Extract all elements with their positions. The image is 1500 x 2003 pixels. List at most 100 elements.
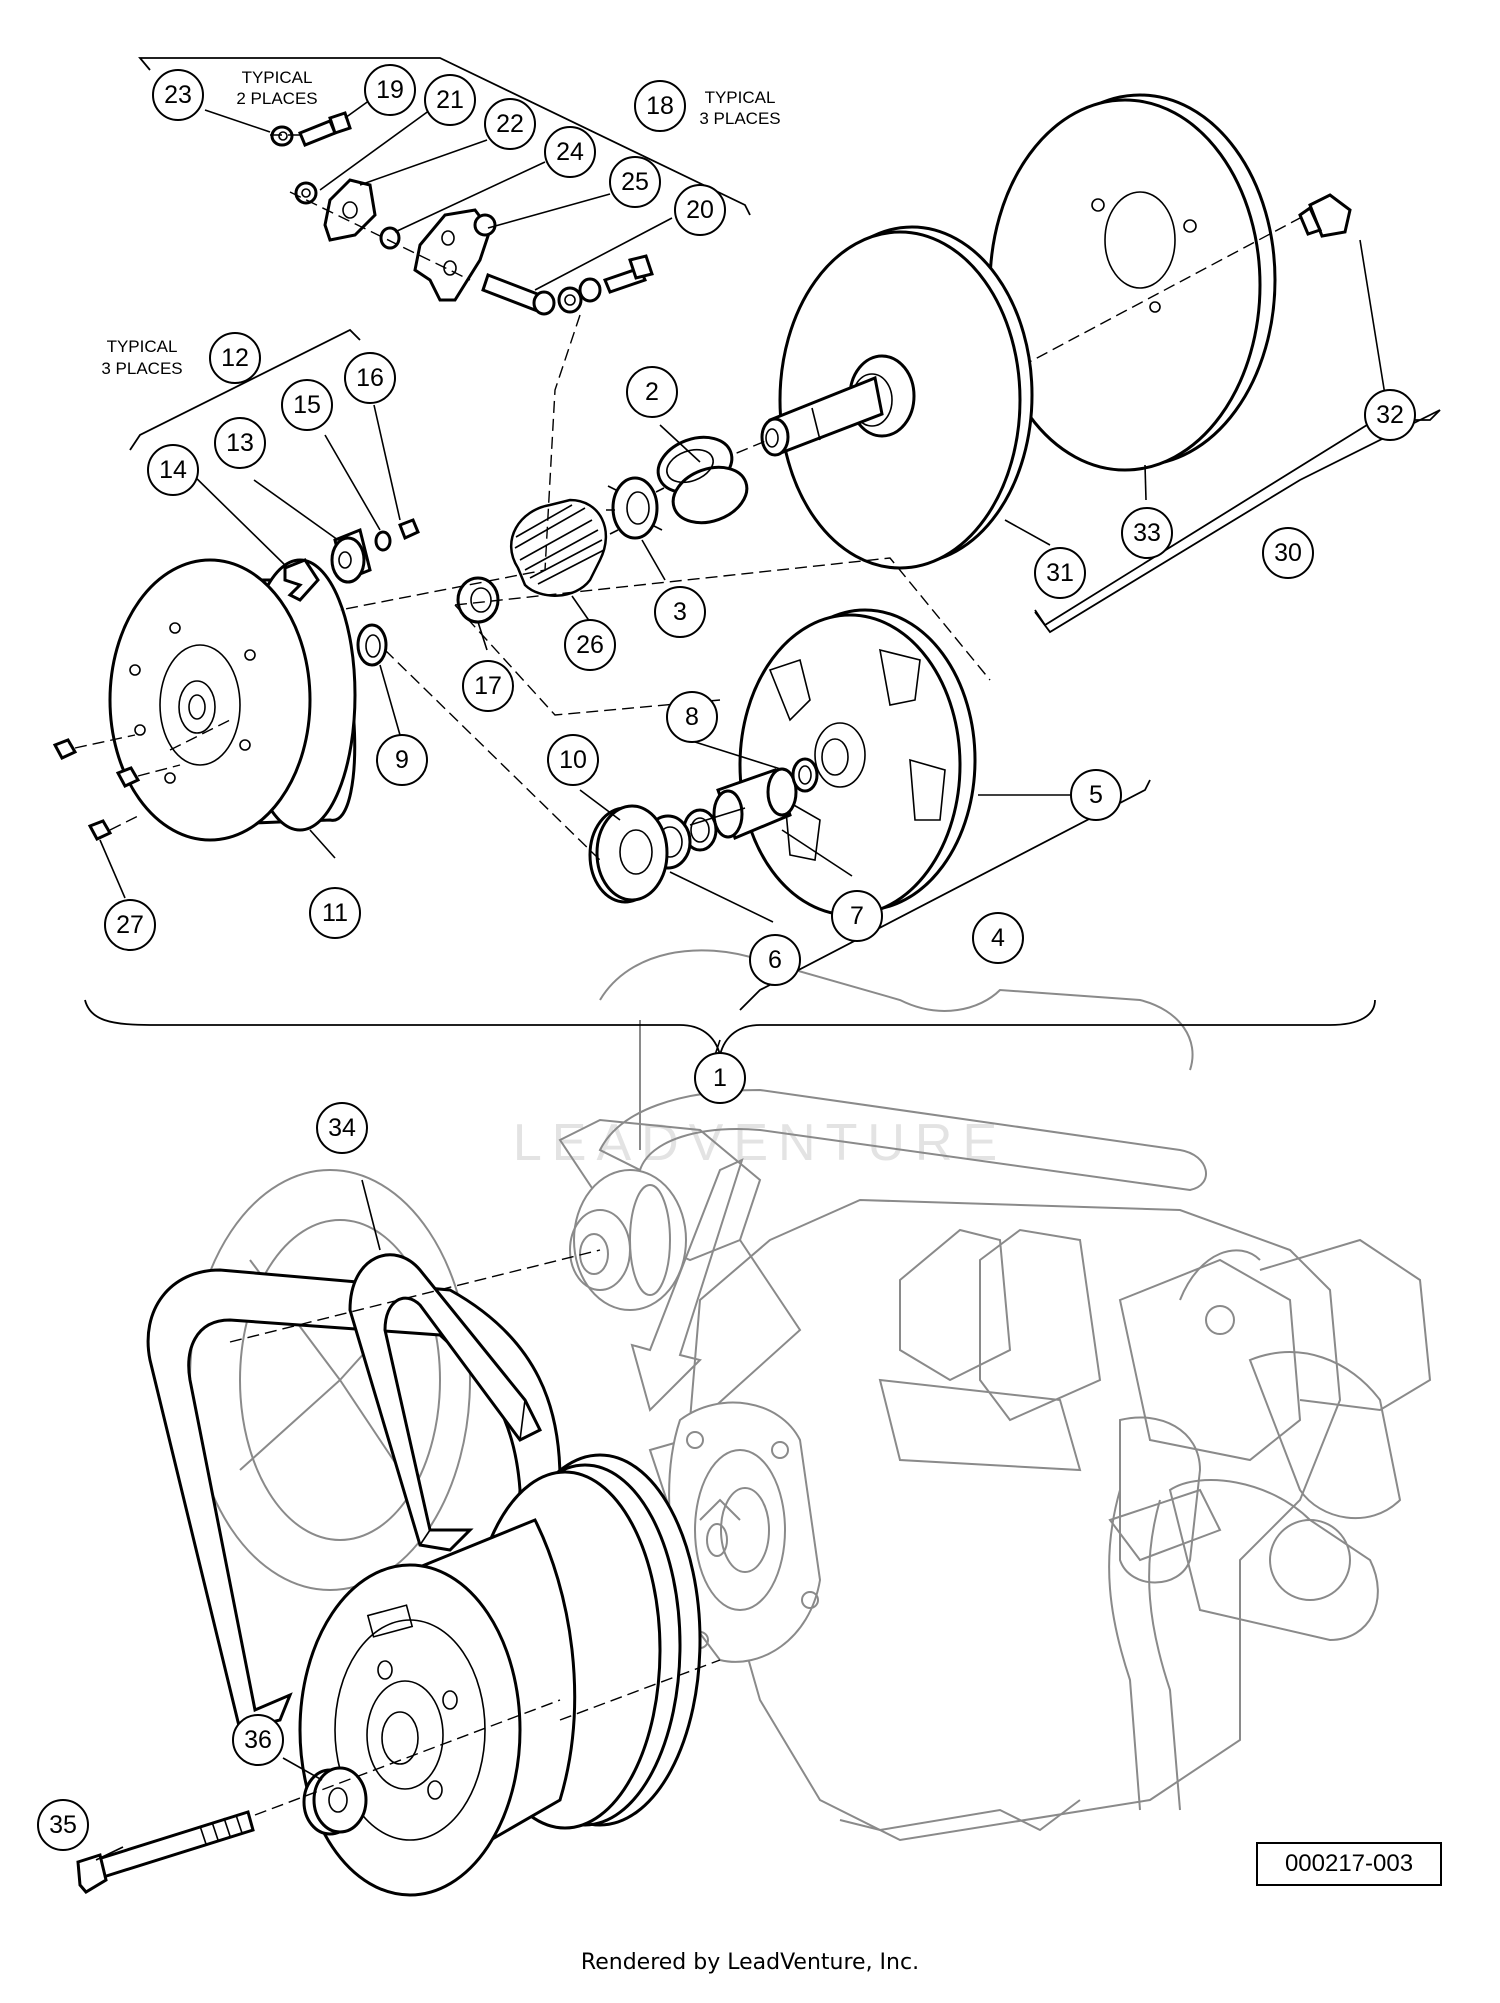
- sheave-5: [738, 608, 977, 917]
- weight-22: [323, 178, 377, 242]
- ring-8: [791, 757, 819, 793]
- svg-text:11: 11: [322, 899, 348, 927]
- callout-11: 11: [309, 887, 361, 939]
- leader-lines: [95, 99, 1386, 1861]
- svg-text:1: 1: [713, 1064, 727, 1092]
- washer-15: [374, 530, 392, 552]
- callout-12: 12: [209, 332, 261, 384]
- bracket-14: [283, 558, 320, 602]
- callout-26: 26: [564, 619, 616, 671]
- drawing-number-box: 000217-003: [1256, 1842, 1442, 1886]
- screw-16: [398, 518, 420, 541]
- callout-9: 9: [376, 734, 428, 786]
- callout-2: 2: [626, 366, 678, 418]
- callout-20: 20: [674, 184, 726, 236]
- callout-22: 22: [484, 98, 536, 150]
- callout-7: 7: [831, 890, 883, 942]
- note-line: 3 PLACES: [101, 359, 182, 378]
- callout-23: 23: [152, 69, 204, 121]
- watermark-text: LEADVENTURE: [513, 1114, 1007, 1172]
- callout-17: 17: [462, 660, 514, 712]
- bolt-32: [1298, 193, 1352, 238]
- svg-text:7: 7: [850, 902, 864, 930]
- svg-text:5: 5: [1089, 781, 1103, 809]
- washer-21: [294, 181, 318, 205]
- callout-32: 32: [1364, 389, 1416, 441]
- svg-text:24: 24: [556, 138, 584, 166]
- retaining-ring-3: [606, 476, 665, 540]
- callout-1: 1: [694, 1052, 746, 1104]
- note-typical-3-places-lower: TYPICAL 3 PLACES: [101, 337, 182, 378]
- screws-27: [52, 738, 141, 841]
- callout-14: 14: [147, 444, 199, 496]
- callout-10: 10: [547, 734, 599, 786]
- svg-text:25: 25: [621, 168, 649, 196]
- svg-text:19: 19: [376, 76, 404, 104]
- callout-21: 21: [424, 74, 476, 126]
- callout-3: 3: [654, 586, 706, 638]
- callout-33: 33: [1121, 507, 1173, 559]
- svg-text:32: 32: [1376, 401, 1404, 429]
- svg-text:8: 8: [685, 703, 699, 731]
- svg-text:27: 27: [116, 911, 144, 939]
- svg-text:6: 6: [768, 946, 782, 974]
- svg-text:10: 10: [559, 746, 587, 774]
- svg-text:14: 14: [159, 456, 187, 484]
- callout-6: 6: [749, 934, 801, 986]
- callout-13: 13: [214, 417, 266, 469]
- svg-text:13: 13: [226, 429, 254, 457]
- svg-text:34: 34: [328, 1114, 356, 1142]
- washer-10: [588, 804, 669, 904]
- callout-36: 36: [232, 1714, 284, 1766]
- spring-26: [510, 498, 608, 597]
- callout-34: 34: [316, 1102, 368, 1154]
- note-line: 3 PLACES: [699, 109, 780, 128]
- svg-text:26: 26: [576, 631, 604, 659]
- callout-18: 18: [634, 80, 686, 132]
- driven-sheave-31: [760, 225, 1034, 570]
- svg-text:22: 22: [496, 110, 524, 138]
- note-line: TYPICAL: [242, 68, 313, 87]
- note-line: TYPICAL: [705, 88, 776, 107]
- note-line: TYPICAL: [107, 337, 178, 356]
- callout-35: 35: [37, 1799, 89, 1851]
- svg-text:33: 33: [1133, 519, 1161, 547]
- callout-27: 27: [104, 899, 156, 951]
- ring-9: [356, 623, 388, 667]
- svg-text:30: 30: [1274, 539, 1302, 567]
- callout-30: 30: [1262, 527, 1314, 579]
- arm-13: [330, 527, 372, 584]
- svg-text:21: 21: [436, 86, 464, 114]
- callout-4: 4: [972, 912, 1024, 964]
- svg-text:2: 2: [645, 378, 659, 406]
- svg-text:18: 18: [646, 92, 674, 120]
- svg-text:20: 20: [686, 196, 714, 224]
- note-typical-3-places-upper: TYPICAL 3 PLACES: [699, 88, 780, 128]
- svg-text:16: 16: [356, 364, 384, 392]
- svg-text:36: 36: [244, 1726, 272, 1754]
- note-line: 2 PLACES: [236, 89, 317, 108]
- svg-text:17: 17: [474, 672, 502, 700]
- svg-text:3: 3: [673, 598, 687, 626]
- pin-20: [481, 254, 654, 316]
- bolt-19: [298, 111, 352, 147]
- cover-11: [108, 558, 357, 842]
- washer-23: [270, 125, 294, 147]
- callout-8: 8: [666, 691, 718, 743]
- svg-text:31: 31: [1046, 559, 1074, 587]
- render-credit: Rendered by LeadVenture, Inc.: [580, 1950, 920, 1975]
- callout-31: 31: [1034, 547, 1086, 599]
- callout-16: 16: [344, 352, 396, 404]
- bolt-35: [76, 1810, 255, 1894]
- svg-text:23: 23: [164, 81, 192, 109]
- washer-36: [302, 1766, 368, 1836]
- callout-25: 25: [609, 156, 661, 208]
- washer-17: [456, 576, 500, 624]
- callout-5: 5: [1070, 769, 1122, 821]
- svg-text:12: 12: [221, 344, 249, 372]
- svg-text:4: 4: [991, 924, 1005, 952]
- callout-19: 19: [364, 64, 416, 116]
- cam-2: [656, 435, 749, 525]
- callout-24: 24: [544, 126, 596, 178]
